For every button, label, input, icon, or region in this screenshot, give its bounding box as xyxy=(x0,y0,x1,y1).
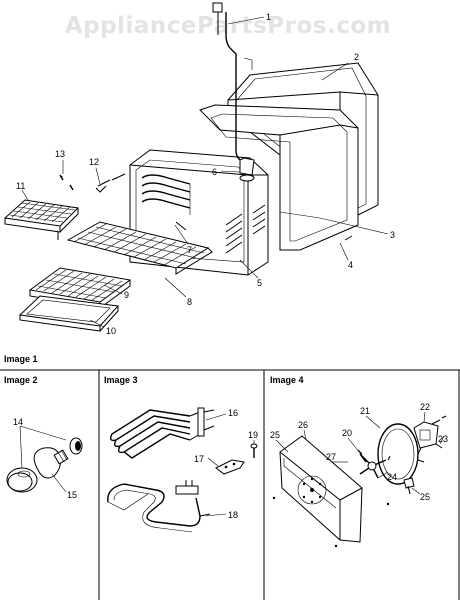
callout-16: 16 xyxy=(228,408,238,418)
part-11-grate xyxy=(3,199,80,240)
callout-12: 12 xyxy=(89,157,99,167)
callout-4: 4 xyxy=(348,260,353,270)
callout-15: 15 xyxy=(67,490,77,500)
callout-22: 22 xyxy=(420,402,430,412)
image1-oven-assembly: 1 2 3 4 5 6 7 8 9 10 11 12 13 Image 1 xyxy=(3,2,395,364)
callout-5: 5 xyxy=(257,278,262,288)
callout-3: 3 xyxy=(390,230,395,240)
image3-heating-elements: Image 3 xyxy=(104,375,258,533)
callout-18: 18 xyxy=(228,510,238,520)
part-10-broiler-pan xyxy=(18,295,120,332)
part-14-cover xyxy=(6,467,38,493)
gas-line-assembly xyxy=(212,2,255,182)
callout-19: 19 xyxy=(248,430,258,440)
callout-26: 26 xyxy=(298,420,308,430)
part-25-bracket xyxy=(403,477,415,495)
callout-2: 2 xyxy=(354,52,359,62)
callout-17: 17 xyxy=(194,454,204,464)
callout-25-left: 25 xyxy=(270,430,280,440)
part-18-bake-element xyxy=(107,480,211,533)
callout-21: 21 xyxy=(360,406,370,416)
callout-25-right: 25 xyxy=(420,492,430,502)
callout-24: 24 xyxy=(387,472,397,482)
callout-23: 23 xyxy=(438,434,448,444)
part-9-broiler-grid xyxy=(28,267,132,309)
part-17-terminal xyxy=(215,459,245,475)
callout-8: 8 xyxy=(187,297,192,307)
image1-leader-lines xyxy=(21,16,389,328)
watermark-text: AppliancePartsPros.com xyxy=(65,13,391,39)
callout-7: 7 xyxy=(187,245,192,255)
image2-oven-light: Image 2 14 15 xyxy=(4,375,83,500)
callout-14: 14 xyxy=(13,417,23,427)
panel-borders xyxy=(0,369,460,600)
callout-9: 9 xyxy=(124,290,129,300)
callout-20: 20 xyxy=(342,428,352,438)
callout-1: 1 xyxy=(266,12,271,22)
part-15-bulb xyxy=(33,447,69,479)
panel-label-image1: Image 1 xyxy=(4,354,38,364)
callout-6: 6 xyxy=(212,167,217,177)
part-19-screw xyxy=(250,443,258,458)
callout-27: 27 xyxy=(326,452,336,462)
panel-label-image2: Image 2 xyxy=(4,375,38,385)
part-8-oven-rack xyxy=(66,221,213,275)
part-12-13-fasteners xyxy=(59,173,126,193)
oven-cabinet-insulation xyxy=(199,62,379,251)
image4-convection-fan: Image 4 xyxy=(270,375,448,548)
panel-label-image4: Image 4 xyxy=(270,375,304,385)
part-24-fan-blade xyxy=(357,449,391,479)
callout-13: 13 xyxy=(55,149,65,159)
panel-label-image3: Image 3 xyxy=(104,375,138,385)
callout-10: 10 xyxy=(106,326,116,336)
part-22-23-motor xyxy=(413,415,447,449)
part-16-broil-element xyxy=(109,407,215,459)
part-26-fan-cover xyxy=(272,435,390,548)
callout-11: 11 xyxy=(16,181,25,191)
